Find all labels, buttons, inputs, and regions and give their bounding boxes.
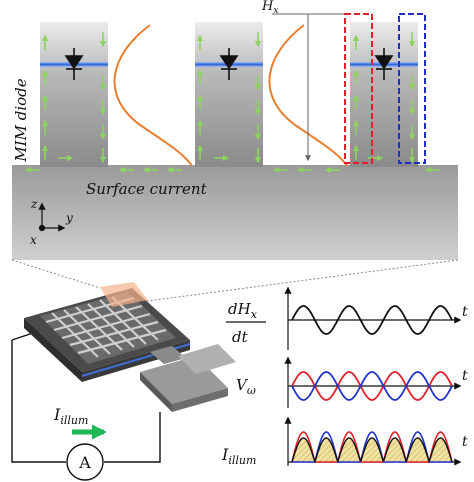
field-profile-2	[268, 24, 348, 167]
highlight-box-red	[344, 13, 373, 164]
waveform-panel: dHx dt Vω Iillum t t t	[221, 286, 468, 467]
field-profile-1	[113, 24, 193, 167]
device-schematic: Iillum A	[11, 282, 236, 481]
rectified-area	[292, 438, 452, 462]
diode-icon	[64, 48, 84, 80]
plot2-t-label: t	[462, 368, 468, 384]
diode-icon	[219, 48, 239, 80]
axis-x-label: x	[30, 233, 37, 247]
axis-y-label: y	[65, 211, 73, 225]
v-omega-red-wave	[291, 371, 453, 401]
i-illum-label: Iillum	[221, 445, 256, 467]
pillar-3	[350, 22, 418, 167]
axis-triad-icon	[38, 202, 66, 232]
pillar-array	[39, 291, 177, 365]
surface-current-arrows	[24, 32, 440, 174]
rectified-blue-wave	[292, 431, 452, 463]
illum-label: Iillum	[53, 405, 88, 427]
circuit-wire	[11, 340, 161, 463]
diode-icon	[374, 48, 394, 80]
zoom-region	[100, 282, 148, 307]
ammeter-icon: A	[66, 443, 104, 481]
plot1-t-label: t	[462, 304, 468, 320]
axis-z-label: z	[30, 197, 38, 211]
highlight-box-blue	[398, 13, 426, 164]
rectified-red-wave	[291, 431, 453, 463]
hx-label: Hx	[261, 0, 278, 16]
substrate-base	[12, 165, 458, 260]
dhx-dt-numerator: dHx	[228, 300, 258, 321]
plot3-t-label: t	[462, 434, 468, 450]
v-omega-label: Vω	[236, 376, 256, 397]
cross-section-view: Hx MIM diode Surface current z y x	[12, 0, 458, 260]
dhx-dt-wave	[291, 305, 453, 335]
surface-current-label: Surface current	[86, 180, 208, 198]
contact-pad-upper	[178, 344, 236, 374]
zoom-line-left	[11, 259, 101, 289]
mim-diode-label: MIM diode	[12, 78, 30, 162]
v-omega-blue-wave	[291, 371, 453, 401]
chip-side-left	[24, 318, 82, 382]
pillar-1	[40, 22, 108, 167]
rectified-black-wave	[291, 437, 453, 464]
connector-strip	[150, 346, 186, 364]
svg-text:A: A	[78, 453, 91, 472]
zoom-line-right	[139, 259, 459, 303]
pillar-2	[195, 22, 263, 167]
dhx-dt-denominator: dt	[232, 328, 249, 346]
